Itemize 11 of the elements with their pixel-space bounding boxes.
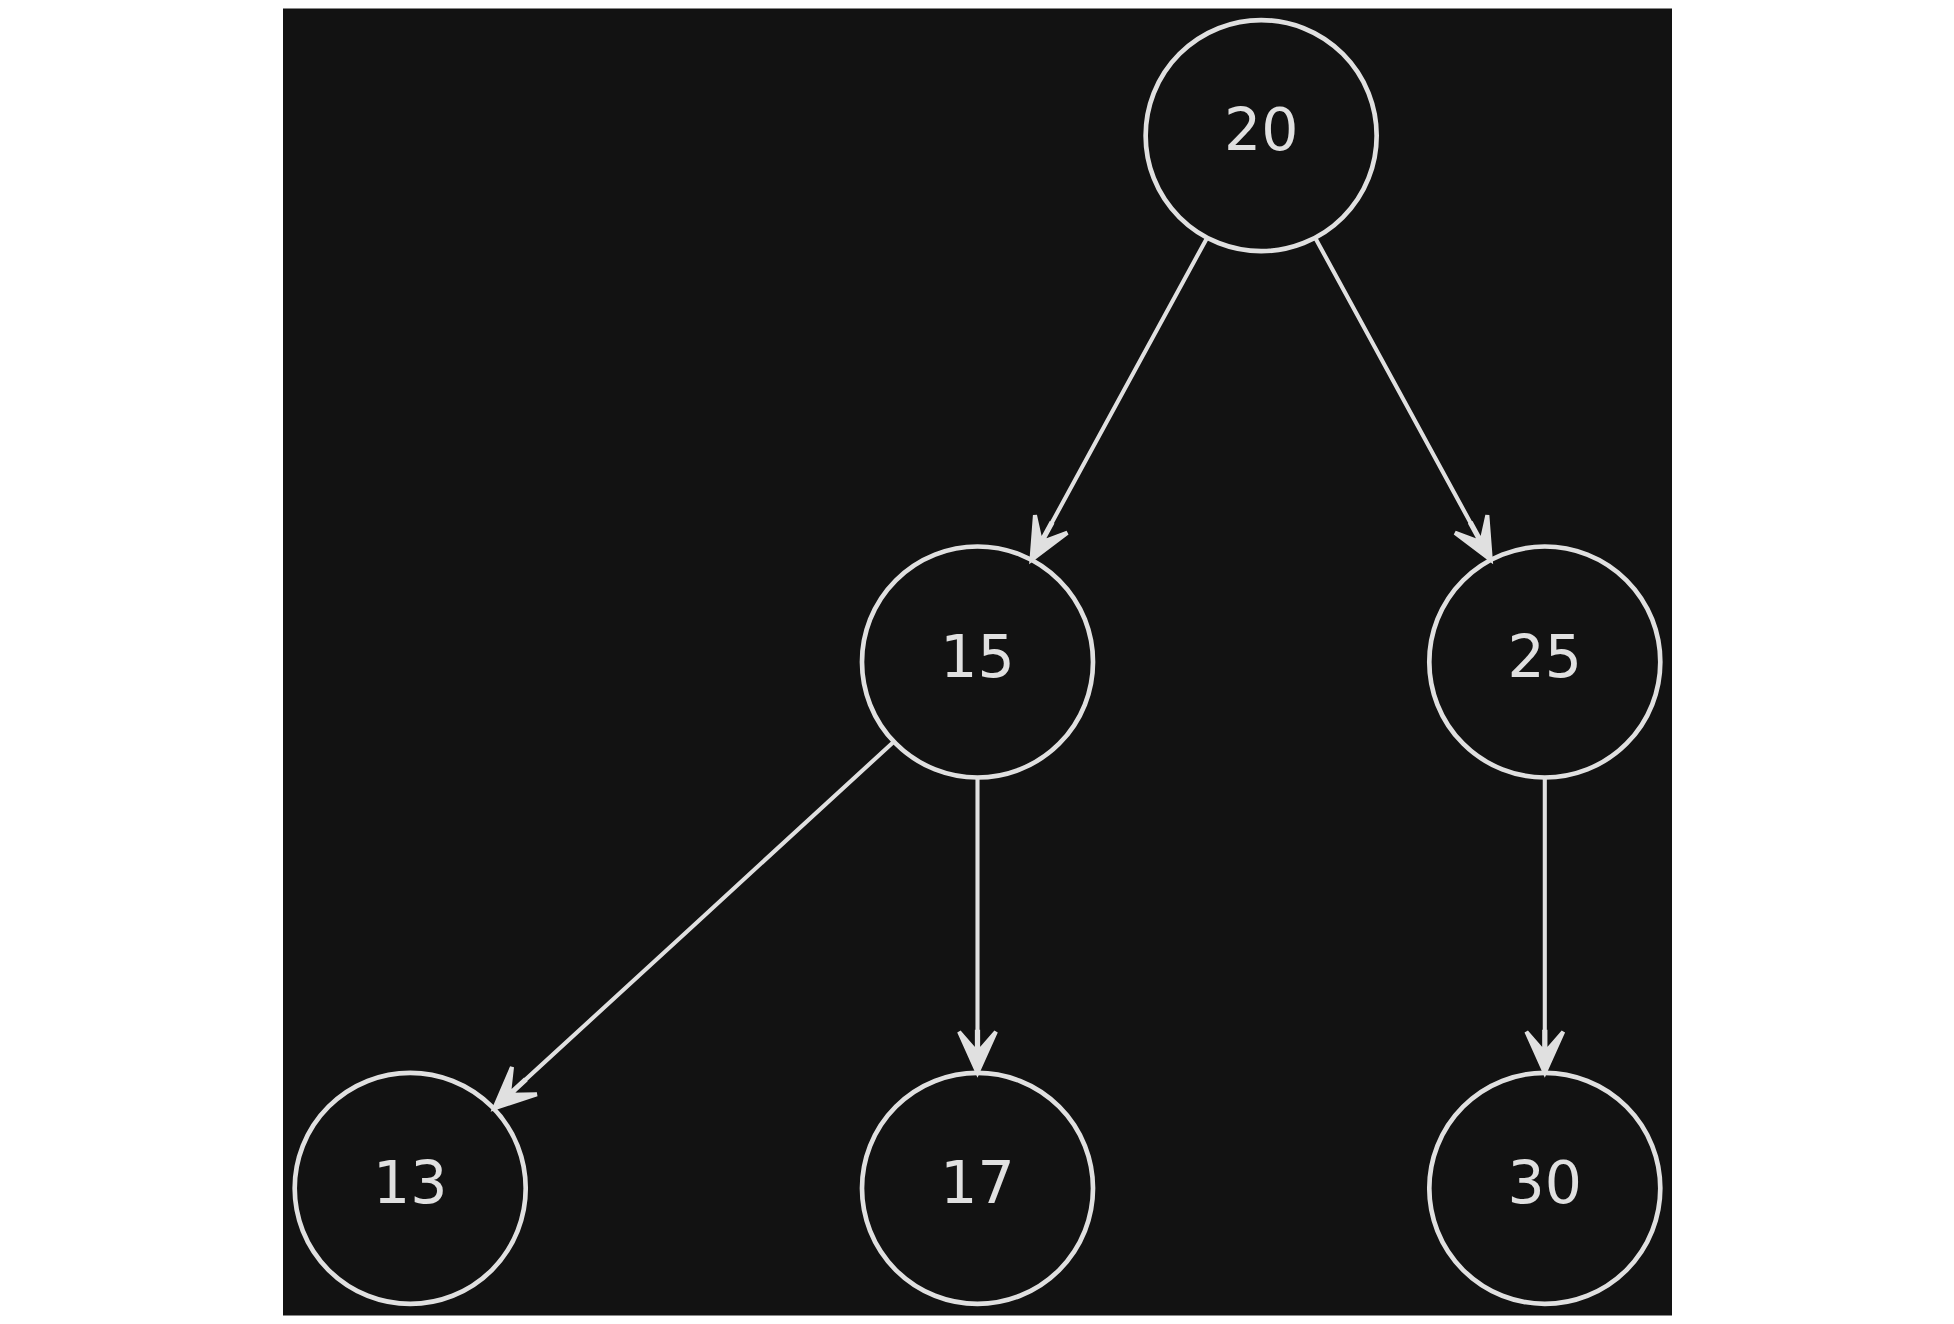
node-circle: 17 [859,1070,1095,1307]
arrow [956,777,998,1075]
arrow [1523,777,1565,1075]
node-circle: 13 [291,1070,528,1307]
arrow [1313,237,1493,562]
node-circle: 25 [1426,544,1663,780]
node-circle: 20 [1142,17,1379,254]
node-circle: 30 [1426,1070,1663,1307]
node-circle: 15 [859,544,1095,780]
arrow [1029,237,1208,562]
arrow [491,740,895,1111]
